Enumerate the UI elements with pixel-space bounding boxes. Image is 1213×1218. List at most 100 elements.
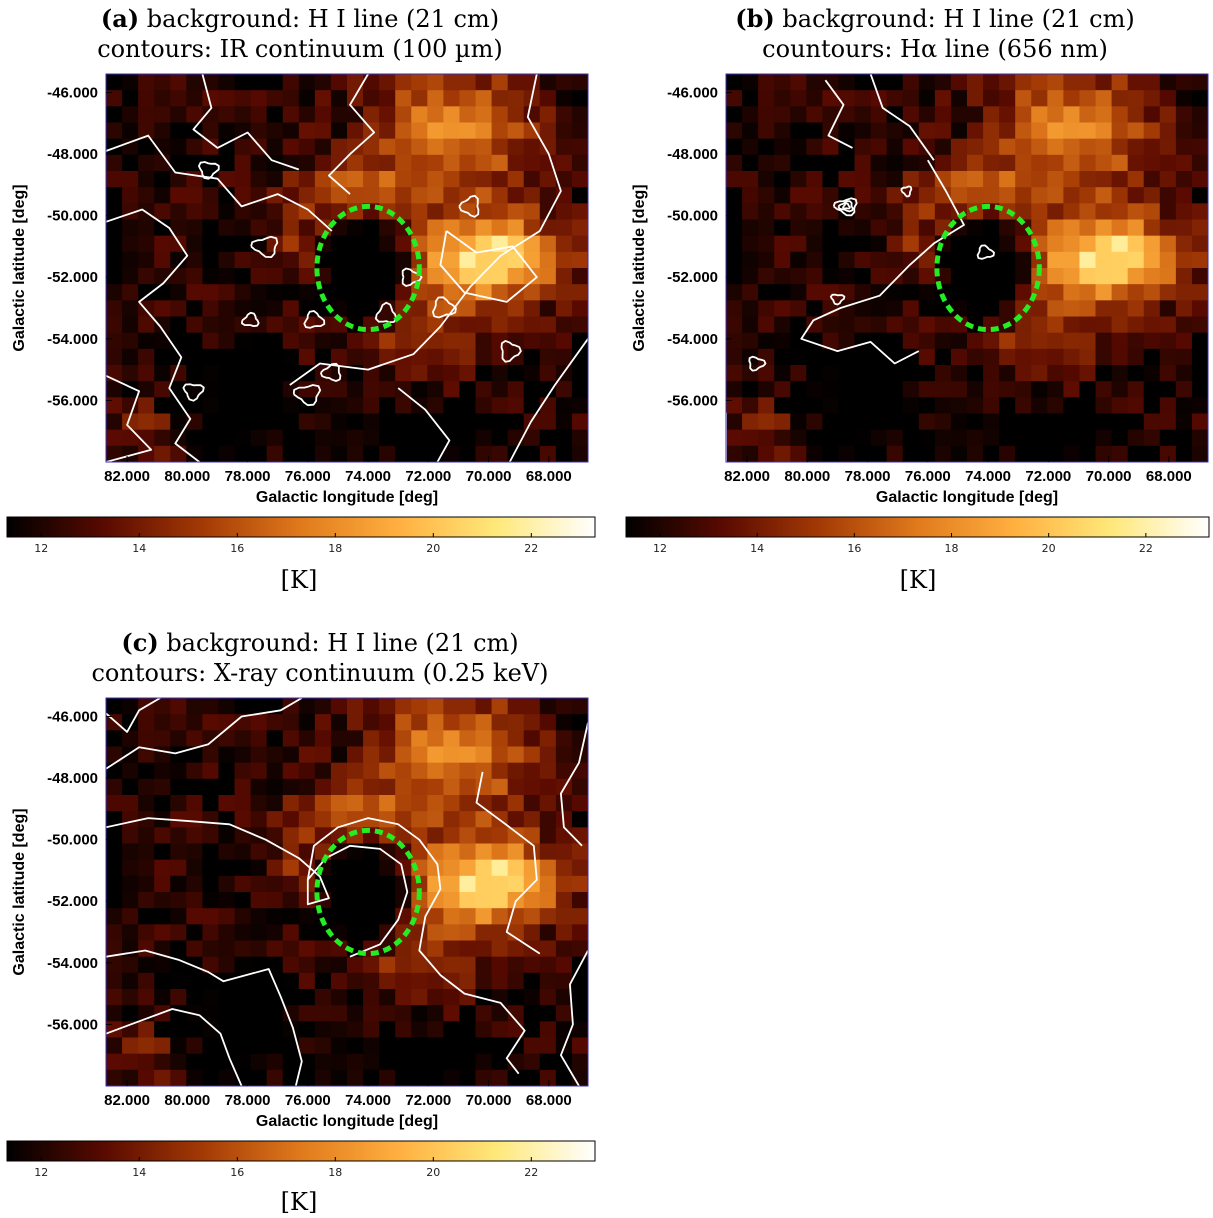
- heatmap-cell: [950, 154, 968, 172]
- heatmap-cell: [186, 827, 203, 845]
- heatmap-cell: [1191, 251, 1208, 269]
- heatmap-cell: [950, 122, 968, 140]
- colorbar-tick-label: 22: [524, 542, 538, 555]
- heatmap-cell: [726, 429, 743, 447]
- heatmap-cell: [202, 381, 220, 398]
- heatmap-cell: [395, 154, 412, 172]
- heatmap-cell: [186, 316, 203, 334]
- heatmap-cell: [347, 106, 364, 124]
- heatmap-cell: [347, 956, 364, 974]
- heatmap-cell: [363, 171, 380, 188]
- heatmap-cell: [282, 746, 300, 764]
- heatmap-cell: [298, 698, 316, 715]
- heatmap-cell: [1159, 300, 1177, 318]
- heatmap-cell: [967, 268, 984, 285]
- heatmap-cell: [1079, 154, 1097, 172]
- heatmap-cell: [539, 381, 557, 398]
- heatmap-cell: [122, 1005, 139, 1022]
- heatmap-cell: [363, 875, 380, 893]
- heatmap-cell: [106, 1069, 123, 1086]
- heatmap-cell: [475, 1021, 493, 1039]
- heatmap-cell: [395, 698, 412, 715]
- heatmap-cell: [106, 187, 123, 204]
- heatmap-cell: [886, 138, 904, 156]
- heatmap-cell: [491, 908, 509, 925]
- heatmap-cell: [967, 219, 984, 237]
- heatmap-cell: [106, 154, 123, 172]
- heatmap-cell: [742, 365, 759, 382]
- heatmap-cell: [1079, 300, 1097, 318]
- heatmap-cell: [234, 300, 252, 318]
- heatmap-cell: [742, 106, 759, 124]
- heatmap-cell: [950, 74, 968, 91]
- heatmap-cell: [282, 924, 300, 942]
- contour-line: [458, 194, 480, 218]
- heatmap-cell: [806, 106, 823, 124]
- heatmap-cell: [218, 122, 236, 140]
- heatmap-cell: [1111, 332, 1129, 350]
- heatmap-cell: [379, 1053, 396, 1071]
- heatmap-cell: [1031, 203, 1048, 221]
- contour-line: [432, 296, 457, 319]
- heatmap-cell: [886, 332, 904, 350]
- heatmap-cell: [1063, 300, 1081, 318]
- heatmap-cell: [902, 154, 920, 172]
- heatmap-cell: [330, 445, 348, 462]
- heatmap-cell: [234, 251, 252, 269]
- heatmap-cell: [902, 251, 920, 269]
- heatmap-cell: [411, 714, 428, 731]
- region-ellipse: [314, 203, 422, 333]
- heatmap-cell: [411, 778, 428, 796]
- heatmap-cell: [539, 332, 557, 350]
- heatmap-cell: [363, 187, 380, 204]
- y-tick-label: -48.000: [47, 770, 98, 787]
- heatmap-cell: [1015, 429, 1032, 447]
- heatmap-cell: [1079, 251, 1097, 269]
- heatmap-cell: [282, 811, 300, 828]
- heatmap-cell: [934, 348, 952, 366]
- heatmap-cell: [330, 956, 348, 974]
- heatmap-cell: [363, 892, 380, 909]
- heatmap-cell: [427, 316, 444, 334]
- heatmap-cell: [427, 843, 444, 861]
- heatmap-cell: [950, 365, 968, 382]
- colorbar-tick-label: 20: [1042, 542, 1056, 555]
- heatmap-cell: [395, 332, 412, 350]
- heatmap-cell: [427, 924, 444, 942]
- heatmap-cell: [202, 429, 220, 447]
- heatmap-cell: [475, 268, 493, 285]
- heatmap-cell: [443, 429, 461, 447]
- heatmap-cell: [122, 811, 139, 828]
- heatmap-cell: [571, 778, 588, 796]
- heatmap-cell: [282, 268, 300, 285]
- heatmap-cell: [1047, 268, 1064, 285]
- heatmap-cell: [202, 171, 220, 188]
- heatmap-cell: [282, 859, 300, 877]
- heatmap-cell: [379, 843, 396, 861]
- heatmap-cell: [330, 284, 348, 301]
- heatmap-cell: [571, 698, 588, 715]
- heatmap-cell: [347, 859, 364, 877]
- heatmap-cell: [250, 154, 268, 172]
- heatmap-cell: [411, 74, 428, 91]
- heatmap-cell: [298, 138, 316, 156]
- heatmap-cell: [726, 284, 743, 301]
- contour-line: [824, 79, 853, 149]
- heatmap-cell: [282, 445, 300, 462]
- heatmap-cell: [138, 90, 155, 107]
- heatmap-cell: [523, 1069, 541, 1086]
- heatmap-cell: [106, 284, 123, 301]
- heatmap-cell: [282, 381, 300, 398]
- heatmap-cell: [154, 730, 171, 748]
- heatmap-cell: [918, 90, 936, 107]
- heatmap-cell: [475, 989, 493, 1006]
- heatmap-cell: [1095, 219, 1113, 237]
- heatmap-cell: [902, 138, 920, 156]
- heatmap-cell: [822, 171, 840, 188]
- heatmap-cell: [491, 106, 509, 124]
- heatmap-cell: [854, 445, 872, 462]
- heatmap-cell: [1079, 219, 1097, 237]
- heatmap-cell: [138, 875, 155, 893]
- heatmap-cell: [106, 972, 123, 990]
- heatmap-cell: [838, 122, 856, 140]
